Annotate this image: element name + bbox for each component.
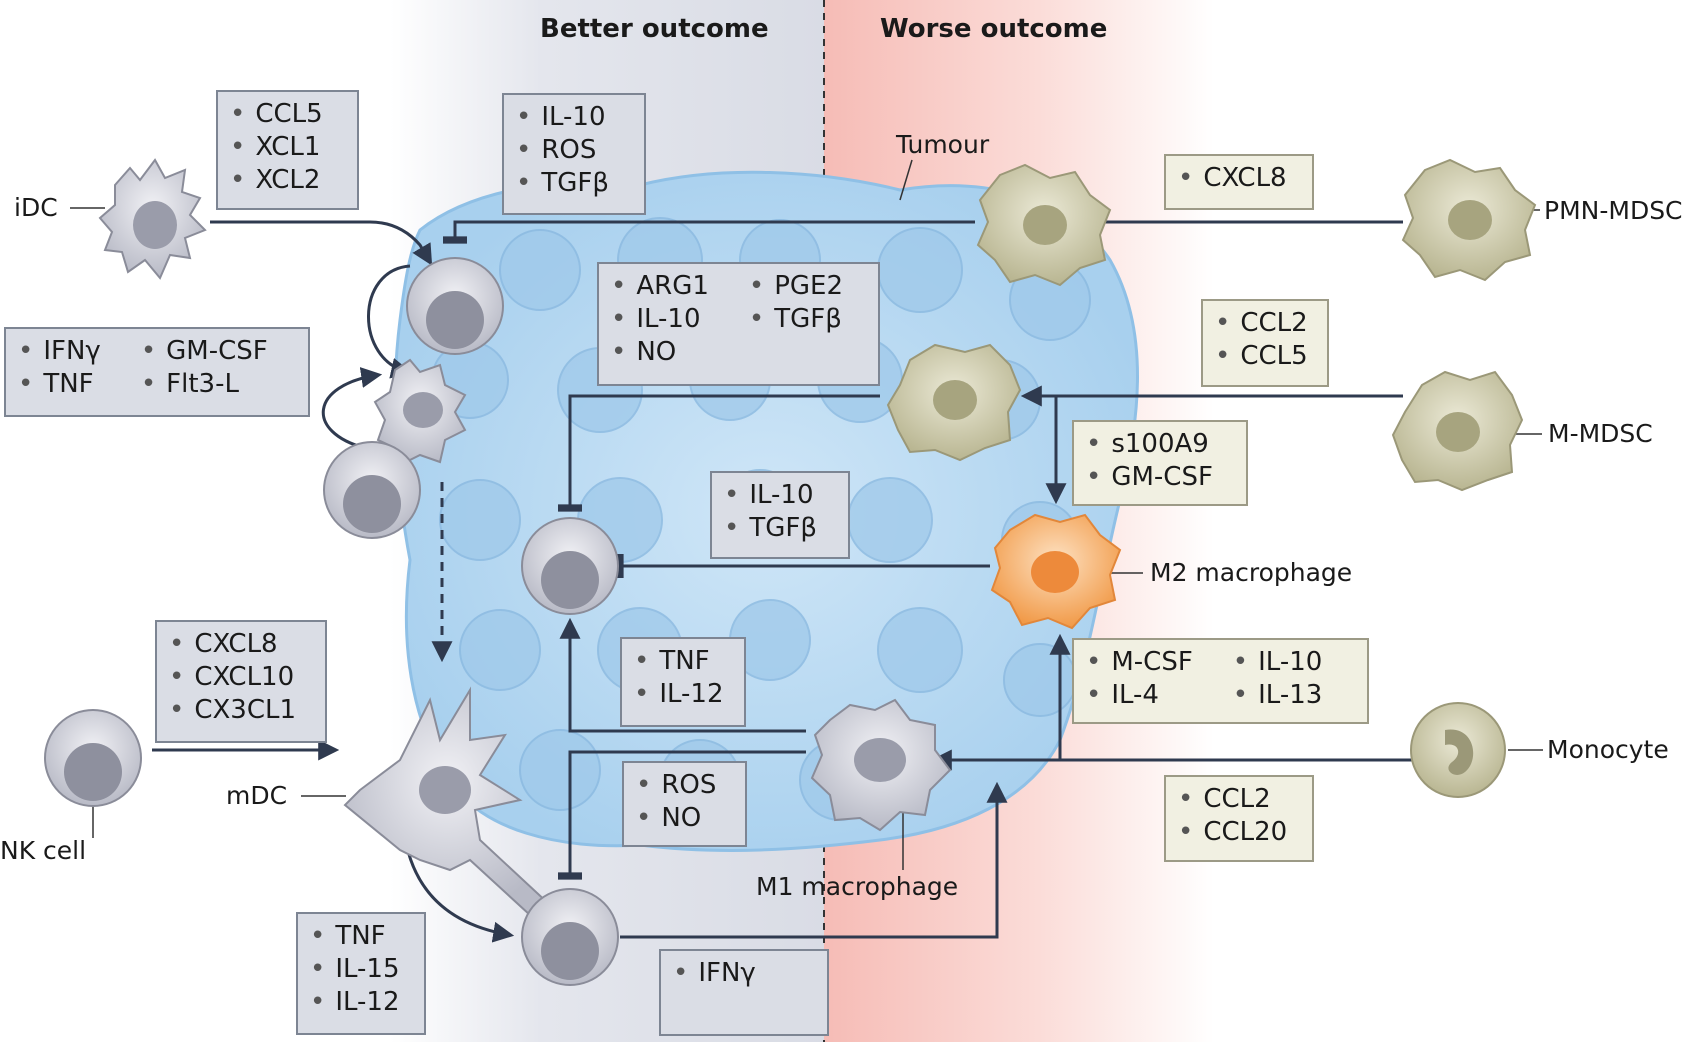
factor-item: NO xyxy=(636,802,733,835)
cell-m-mdsc xyxy=(1391,370,1524,492)
cell-t-3 xyxy=(521,517,619,615)
cell-pmn-mdsc-tumour xyxy=(976,163,1112,287)
factor-item: IFNγ xyxy=(18,335,100,368)
factor-item: XCL2 xyxy=(230,164,345,197)
factor-item: ROS xyxy=(636,769,733,802)
mono-to-m2-box: M-CSFIL-4 IL-10IL-13 xyxy=(1072,638,1369,724)
cell-pmn-mdsc xyxy=(1401,158,1537,282)
factor-item: GM-CSF xyxy=(1086,461,1234,494)
factor-item: IL-10 xyxy=(611,303,709,336)
better-outcome-header: Better outcome xyxy=(540,14,769,44)
idc-arrow xyxy=(210,220,433,266)
factor-item: IL-10 xyxy=(516,101,632,134)
factor-item: IFNγ xyxy=(673,957,815,990)
factor-item: TGFβ xyxy=(724,512,836,545)
label-m-mdsc: M-MDSC xyxy=(1548,419,1653,448)
worse-outcome-header: Worse outcome xyxy=(880,14,1108,44)
factor-item: IL-12 xyxy=(310,986,412,1019)
factor-item: ROS xyxy=(516,134,632,167)
m1-suppress-box: ROSNO xyxy=(622,761,747,847)
factor-item: CX3CL1 xyxy=(169,694,313,727)
factor-item: NO xyxy=(611,336,709,369)
cell-dc-small xyxy=(373,358,467,467)
cell-t-2 xyxy=(323,441,421,539)
factor-item: GM-CSF xyxy=(141,335,268,368)
cell-nk-lower xyxy=(521,888,619,986)
expansion-loop-2 xyxy=(322,367,383,450)
factor-item: XCL1 xyxy=(230,131,345,164)
factor-item: TGFβ xyxy=(749,303,843,336)
label-monocyte: Monocyte xyxy=(1547,735,1669,764)
cell-m1 xyxy=(810,698,952,832)
factor-item: CCL2 xyxy=(1215,307,1315,340)
factor-item: PGE2 xyxy=(749,270,843,303)
m1-activate-box: TNFIL-12 xyxy=(620,637,746,727)
m1-suppress-line xyxy=(558,750,806,880)
label-m2: M2 macrophage xyxy=(1150,558,1353,587)
m1-activate-arrow xyxy=(559,617,806,733)
factor-item: TGFβ xyxy=(516,167,632,200)
m2-suppress-box: IL-10TGFβ xyxy=(710,471,850,559)
label-idc: iDC xyxy=(14,193,58,222)
m-mdsc-recruit-box: CCL2CCL5 xyxy=(1201,299,1329,387)
label-tumour: Tumour xyxy=(896,130,990,159)
factor-item: s100A9 xyxy=(1086,428,1234,461)
label-pmn-mdsc: PMN-MDSC xyxy=(1544,196,1683,225)
mdc-to-nk-arrow xyxy=(403,837,515,943)
factor-item: TNF xyxy=(310,920,412,953)
label-m1: M1 macrophage xyxy=(756,872,959,901)
m-mdsc-suppress-line xyxy=(558,394,880,512)
factor-item: Flt3-L xyxy=(141,368,268,401)
factor-item: TNF xyxy=(634,645,732,678)
m2-polarize-box: s100A9GM-CSF xyxy=(1072,420,1248,506)
factor-item: IL-4 xyxy=(1086,679,1193,712)
nk-chemokines-box: CXCL8CXCL10CX3CL1 xyxy=(155,620,327,743)
expansion-loop-1 xyxy=(367,264,413,379)
mdc-nk-factors-box: TNFIL-15IL-12 xyxy=(296,912,426,1035)
cell-monocyte xyxy=(1410,702,1506,798)
label-nk: NK cell xyxy=(0,836,87,865)
factor-item: CXCL8 xyxy=(169,628,313,661)
mono-recruit-box: CCL2CCL20 xyxy=(1164,775,1314,862)
factor-item: TNF xyxy=(18,368,101,401)
factor-item: CXCL10 xyxy=(169,661,313,694)
factor-item: IL-15 xyxy=(310,953,412,986)
cell-mdc xyxy=(343,686,552,917)
factor-item: IL-10 xyxy=(1233,646,1322,679)
cell-idc xyxy=(98,158,207,280)
factor-item: CXCL8 xyxy=(1178,162,1300,195)
cell-t-1 xyxy=(406,257,504,355)
nk-ifn-box: IFNγ xyxy=(659,949,829,1036)
pmn-suppress-box: IL-10ROSTGFβ xyxy=(502,93,646,215)
cell-m2 xyxy=(990,513,1122,630)
factor-item: ARG1 xyxy=(611,270,709,303)
connectors xyxy=(152,211,1415,943)
factor-item: CCL5 xyxy=(1215,340,1315,373)
factor-item: M-CSF xyxy=(1086,646,1192,679)
pmn-recruit-box: CXCL8 xyxy=(1164,154,1314,210)
label-mdc: mDC xyxy=(226,781,288,810)
factor-item: IL-10 xyxy=(724,479,836,512)
m-mdsc-suppress-box: ARG1IL-10NO PGE2TGFβ xyxy=(597,262,880,386)
factor-item: IL-12 xyxy=(634,678,732,711)
cell-nk xyxy=(44,709,142,807)
factor-item: CCL5 xyxy=(230,98,345,131)
factor-item: CCL2 xyxy=(1178,783,1300,816)
factor-item: IL-13 xyxy=(1233,679,1322,712)
factor-item: CCL20 xyxy=(1178,816,1300,849)
cell-m-mdsc-tumour xyxy=(886,343,1022,462)
idc-factors-box: CCL5XCL1XCL2 xyxy=(216,90,359,210)
ifn-arrow xyxy=(620,781,1008,939)
dc-growth-factors-box: IFNγTNF GM-CSFFlt3-L xyxy=(4,327,310,417)
pmn-suppress-line xyxy=(443,220,975,244)
